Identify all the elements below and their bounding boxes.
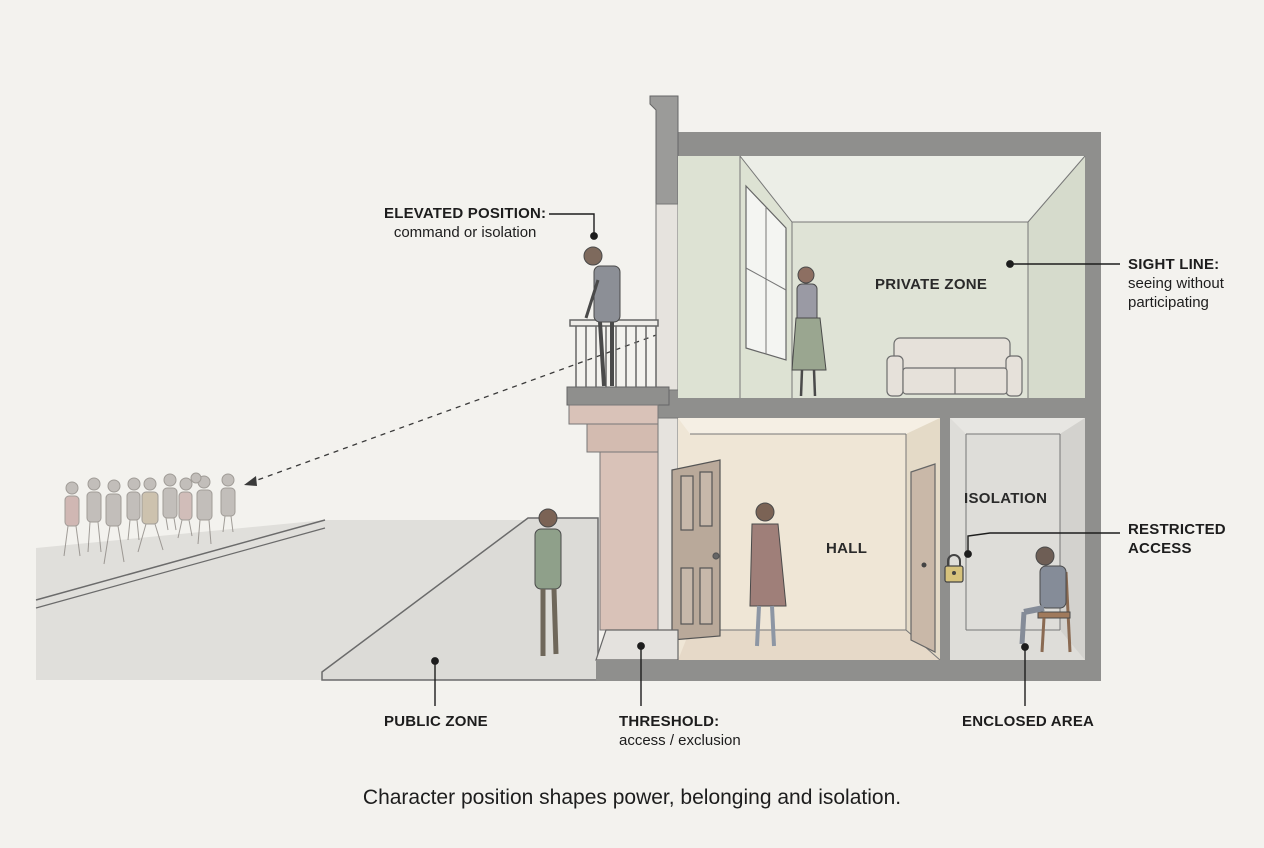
threshold-title: THRESHOLD: xyxy=(619,713,720,730)
isolation-label: ISOLATION xyxy=(964,490,1048,507)
front-door xyxy=(671,459,721,641)
sight-line-sub-2: participating xyxy=(1128,293,1209,311)
restricted-access-annotation: RESTRICTED ACCESS xyxy=(1128,521,1226,559)
public-zone-title: PUBLIC ZONE xyxy=(384,713,488,730)
sight-line-arrowhead xyxy=(244,476,257,486)
sight-line-title: SIGHT LINE: xyxy=(1128,256,1220,273)
balcony-slab xyxy=(566,386,670,406)
woman-at-window xyxy=(791,266,827,397)
hall-room xyxy=(678,418,940,660)
sight-line-annotation: SIGHT LINE: seeing without participating xyxy=(1128,256,1224,312)
seated-man-on-chair xyxy=(1019,546,1072,653)
threshold-annotation: THRESHOLD: access / exclusion xyxy=(619,713,741,751)
woman-in-hall xyxy=(749,502,787,647)
hall-label: HALL xyxy=(826,540,868,557)
window xyxy=(745,184,787,361)
sight-line-sub-1: seeing without xyxy=(1128,274,1224,292)
sofa xyxy=(886,337,1023,397)
leader-lines xyxy=(431,213,1120,706)
public-zone-annotation: PUBLIC ZONE xyxy=(384,713,488,732)
man-on-balcony xyxy=(583,246,621,387)
private-zone-label: PRIVATE ZONE xyxy=(875,276,988,293)
elevated-position-annotation: ELEVATED POSITION: command or isolation xyxy=(384,205,546,243)
man-on-pavement xyxy=(534,508,562,656)
threshold-subtitle: access / exclusion xyxy=(619,731,741,749)
elevated-position-subtitle: command or isolation xyxy=(393,223,537,241)
caption: Character position shapes power, belongi… xyxy=(362,786,902,809)
inner-door xyxy=(910,463,936,653)
pavement xyxy=(321,517,599,681)
padlock-icon xyxy=(944,554,964,583)
elevated-position-title: ELEVATED POSITION: xyxy=(384,205,547,222)
threshold-step xyxy=(595,629,679,661)
crowd xyxy=(63,472,236,565)
parapet xyxy=(649,95,679,209)
enclosed-area-annotation: ENCLOSED AREA xyxy=(962,713,1094,732)
restricted-access-line-2: ACCESS xyxy=(1128,539,1192,557)
enclosed-area-title: ENCLOSED AREA xyxy=(962,713,1095,730)
restricted-access-line-1: RESTRICTED xyxy=(1128,521,1226,538)
